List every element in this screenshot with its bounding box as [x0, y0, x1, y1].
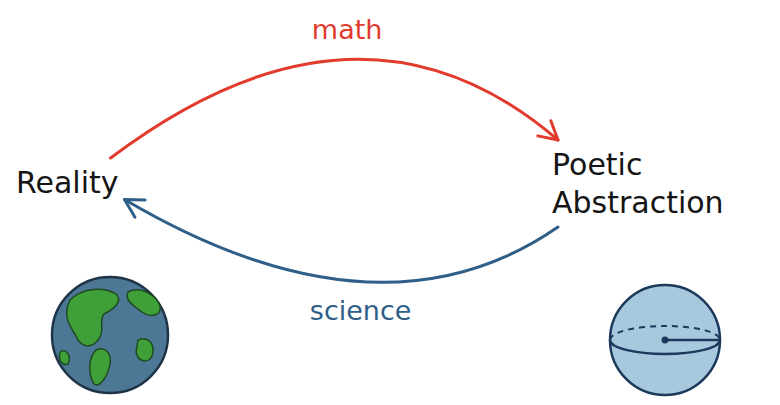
- concept-node: Poetic Abstraction: [546, 140, 774, 227]
- arrow-head: [125, 200, 146, 218]
- arrow-head: [538, 121, 558, 140]
- curved-arrow: [125, 200, 558, 283]
- curved-arrow: [111, 59, 558, 158]
- arrow-label: science: [306, 296, 416, 326]
- concept-label: Poetic Abstraction: [552, 146, 768, 221]
- abstract-sphere: [610, 285, 720, 395]
- concept-node: Reality: [10, 158, 125, 208]
- concept-label: Reality: [16, 164, 119, 202]
- earth-globe: [52, 277, 168, 393]
- arrow-label: math: [308, 15, 387, 45]
